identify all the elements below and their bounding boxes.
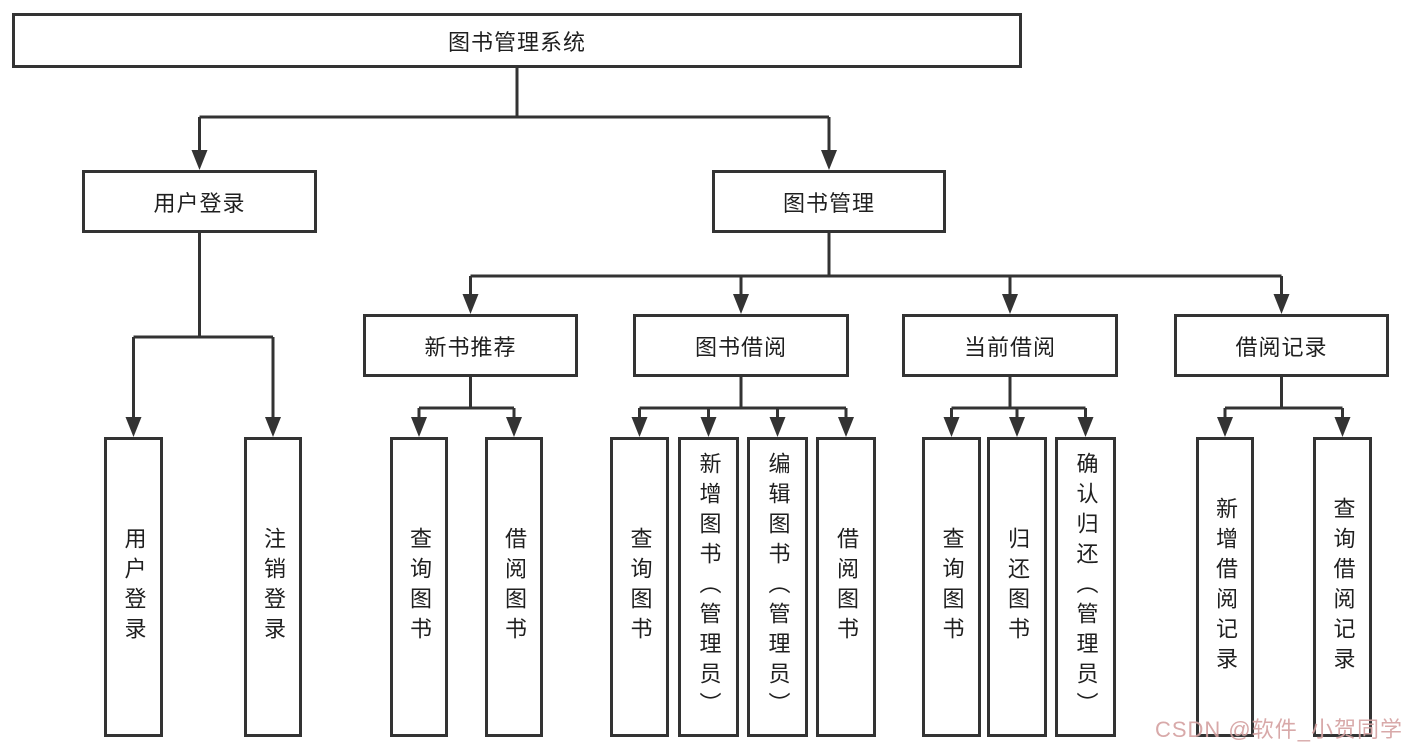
leaf-newbook-borrow-book: 借阅图书 [485,437,543,737]
leaf-borrow-query-book: 查询图书 [610,437,669,737]
csdn-watermark: CSDN @软件_小贺同学 [1154,717,1403,742]
node-new-book-recommend: 新书推荐 [363,314,578,377]
connector-root-to-level2 [191,68,837,170]
node-user-login: 用户登录 [82,170,317,233]
connector-current-borrow-to-leaves [943,377,1094,437]
connector-user-login-to-leaves [125,233,281,437]
leaf-newbook-query-book-label: 查询图书 [407,527,432,647]
connector-book-borrow-to-leaves [631,377,854,437]
leaf-logout-login-label: 注销登录 [261,527,286,647]
leaf-borrow-query-book-label: 查询图书 [627,527,653,647]
leaf-current-confirm-return-admin: 确认归还（管理员） [1055,437,1116,737]
node-book-management-label: 图书管理 [782,190,875,216]
leaf-records-add-record-label: 新增借阅记录 [1213,497,1238,677]
node-current-borrow: 当前借阅 [902,314,1118,377]
node-book-borrow: 图书借阅 [633,314,849,377]
leaf-borrow-edit-book-admin: 编辑图书（管理员） [747,437,808,737]
leaf-borrow-borrow-book: 借阅图书 [816,437,876,737]
leaf-user-login: 用户登录 [104,437,163,737]
leaf-current-query-book: 查询图书 [922,437,981,737]
node-borrow-records-label: 借阅记录 [1235,334,1328,360]
leaf-current-query-book-label: 查询图书 [939,527,965,647]
leaf-current-return-book-label: 归还图书 [1005,527,1030,647]
leaf-borrow-edit-book-admin-label: 编辑图书（管理员） [765,452,791,722]
node-new-book-recommend-label: 新书推荐 [424,334,517,360]
node-user-login-label: 用户登录 [153,190,246,216]
leaf-current-return-book: 归还图书 [987,437,1047,737]
leaf-newbook-query-book: 查询图书 [390,437,448,737]
node-borrow-records: 借阅记录 [1174,314,1389,377]
connector-borrow-records-to-leaves [1217,377,1351,437]
leaf-records-query-record: 查询借阅记录 [1313,437,1372,737]
leaf-newbook-borrow-book-label: 借阅图书 [502,527,527,647]
leaf-current-confirm-return-admin-label: 确认归还（管理员） [1073,452,1099,722]
leaf-records-add-record: 新增借阅记录 [1196,437,1254,737]
node-current-borrow-label: 当前借阅 [963,334,1056,360]
connector-new-book-to-leaves [411,377,522,437]
leaf-records-query-record-label: 查询借阅记录 [1330,497,1356,677]
node-book-management: 图书管理 [712,170,946,233]
leaf-borrow-borrow-book-label: 借阅图书 [834,527,859,647]
leaf-user-login-label: 用户登录 [121,527,147,647]
leaf-logout-login: 注销登录 [244,437,302,737]
node-root-label: 图书管理系统 [447,29,586,55]
leaf-borrow-add-book-admin-label: 新增图书（管理员） [696,452,722,722]
leaf-borrow-add-book-admin: 新增图书（管理员） [678,437,739,737]
node-root: 图书管理系统 [12,13,1022,68]
node-book-borrow-label: 图书借阅 [694,334,787,360]
connector-book-mgmt-to-categories [462,233,1290,314]
